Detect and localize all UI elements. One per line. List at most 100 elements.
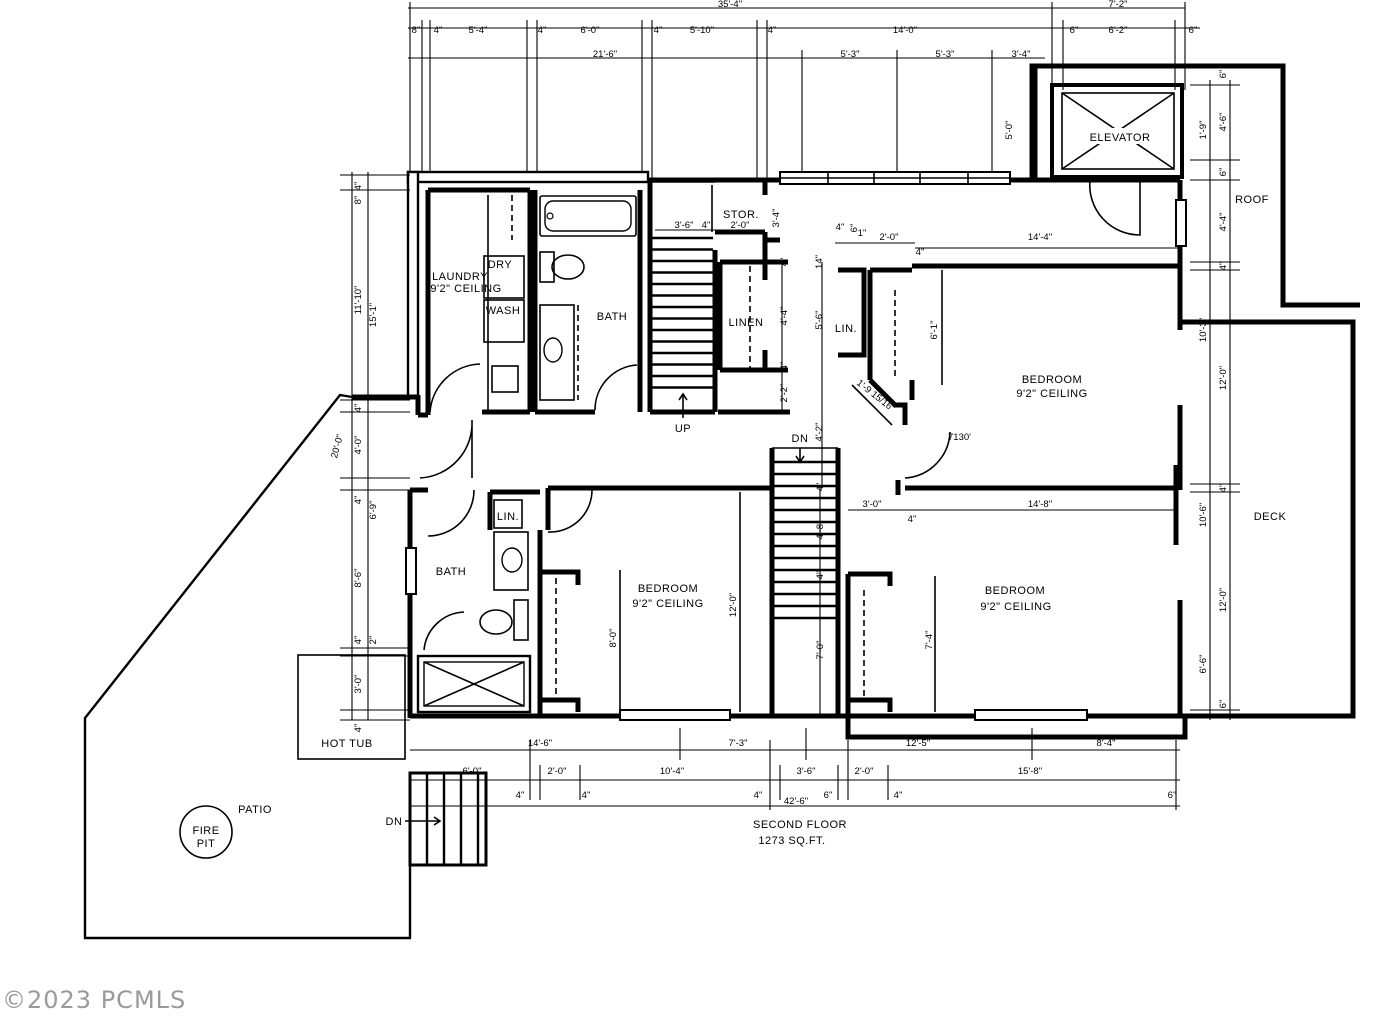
dim-right-8: 12'-0" <box>1218 366 1229 390</box>
dim-int-door-4: 4" <box>908 514 917 525</box>
dim-right-4: 6" <box>1218 168 1229 177</box>
dim-int-stair-48: 4'-8" <box>815 521 826 540</box>
floor-area: 1273 SQ.FT. <box>758 835 825 847</box>
dim-int-stair-4b: 4" <box>815 483 826 492</box>
central-stair: DN <box>769 433 841 716</box>
elevator-shaft: ELEVATOR <box>1050 83 1184 236</box>
dim-bottom-r1-2: 7'-3" <box>729 738 748 749</box>
bedroom-se-ceiling: 9'2" CEILING <box>980 601 1051 613</box>
dim-overall-top: 35'-4" <box>718 0 742 10</box>
lower-bath-label: BATH <box>436 566 467 578</box>
door-tag: 7130' <box>948 432 971 443</box>
dim-left-2: 8" <box>353 196 364 205</box>
dim-right-12: 6'-6" <box>1198 655 1209 674</box>
dim-bottom-overall: 42'-6" <box>784 796 808 807</box>
dim-bottom-r3-6: 6" <box>1168 790 1177 801</box>
dim-bottom-r1-3: 12'-5" <box>906 738 930 749</box>
dim-bottom-r3-3: 4" <box>754 790 763 801</box>
laundry-room: LAUNDRY 9'2" CEILING DRY WASH <box>425 187 533 415</box>
dim-right-1: 6" <box>1218 70 1229 79</box>
dim-left-9: 8'-6" <box>353 569 364 588</box>
dim-int-lin-top-w: 2'-0" <box>880 232 899 243</box>
dim-int-closet-74: 7'-4" <box>924 631 935 650</box>
upper-bath-label: BATH <box>597 311 628 323</box>
dim-int-lin-14: 14" <box>814 255 825 269</box>
dim-int-lin-14a: 1" <box>858 228 867 239</box>
left-dimension-lines: 4" 8" 11'-10" 15'-1" 4" 4'-0" 4" 6'-9" 8… <box>329 172 410 732</box>
dim-bottom-r3-5: 4" <box>894 790 903 801</box>
patio-stair-down: DN <box>386 816 403 828</box>
bedroom-sw-label: BEDROOM <box>638 583 698 595</box>
dim-int-stair-4: 4" <box>815 571 826 580</box>
dim-right-2: 4'-6" <box>1218 113 1229 132</box>
patio-area: HOT TUB FIRE PIT PATIO DN <box>83 393 488 940</box>
dim-int-lin-14b: 4" <box>836 222 845 233</box>
dim-int-elev-5: 5'-0" <box>1004 121 1015 140</box>
hot-tub-label: HOT TUB <box>321 738 372 750</box>
dim-bottom-r2-1: 6'-0" <box>463 766 482 777</box>
linen-main-label: LINEN <box>729 317 764 329</box>
dim-int-stair-stor: 3'-6" <box>675 220 694 231</box>
linen-small-label: LIN. <box>835 323 857 335</box>
dim-int-door-30: 3'-0" <box>863 499 882 510</box>
roof-outline <box>1029 63 1360 308</box>
dim-bottom-r2-4: 3'-6" <box>797 766 816 777</box>
roof-label: ROOF <box>1235 194 1269 206</box>
dim-bottom-r1-4: 8'-4" <box>1097 738 1116 749</box>
dim-bottom-r3-1: 4" <box>516 790 525 801</box>
floor-title: SECOND FLOOR <box>753 819 847 831</box>
dim-int-linen-4a: 4" <box>779 258 790 267</box>
dim-top-row2-1: 21'-6" <box>593 49 617 60</box>
dim-top-5: 6'-0" <box>581 25 600 36</box>
dim-left-1: 4" <box>353 182 364 191</box>
laundry-label: LAUNDRY <box>432 271 488 283</box>
dim-left-7: 4" <box>353 496 364 505</box>
dim-top-8: 4" <box>768 25 777 36</box>
dim-int-stor-4: 4" <box>702 220 711 231</box>
elevator-label: ELEVATOR <box>1090 132 1151 144</box>
dim-bottom-r2-5: 2'-0" <box>855 766 874 777</box>
dim-left-11: 2" <box>368 636 379 645</box>
dim-elevator-width: 7'-2" <box>1109 0 1128 10</box>
storage-label: STOR. <box>723 209 759 221</box>
dim-top-1: 8" <box>412 25 421 36</box>
dim-int-lin-6: 6" <box>849 224 860 233</box>
fire-pit-label-2: PIT <box>197 838 216 850</box>
dim-int-hall-22: 2'-2" <box>779 384 790 403</box>
top-dimension-lines: 35'-4" 7'-2" 8" 4" 5'-4" 4" 6'-0" 4" 5'-… <box>408 0 1200 180</box>
dim-top-3: 5'-4" <box>469 25 488 36</box>
lin-closet-ne: LIN. <box>835 263 1180 426</box>
dim-bottom-r2-3: 10'-4" <box>660 766 684 777</box>
bedroom-east: BEDROOM 9'2" CEILING <box>941 270 1087 400</box>
dim-int-lin-56: 5'-6" <box>814 311 825 330</box>
dryer-label: DRY <box>488 259 513 271</box>
dim-right-11: 12'-0" <box>1218 588 1229 612</box>
dim-bottom-r3-2: 4" <box>582 790 591 801</box>
dim-left-8: 6'-9" <box>368 501 379 520</box>
dim-top-row2-3: 5'-3" <box>936 49 955 60</box>
dim-right-9: 4" <box>1218 484 1229 493</box>
dim-top-7: 5'-10" <box>690 25 714 36</box>
stair-up-label: UP <box>675 423 691 435</box>
bedroom-east-label: BEDROOM <box>1022 374 1082 386</box>
dim-top-12: 6" <box>1189 25 1198 36</box>
dim-right-5: 4'-4" <box>1218 213 1229 232</box>
patio-label: PATIO <box>238 804 272 816</box>
upper-stair: UP <box>647 181 718 435</box>
dim-left-3: 11'-10" <box>353 286 364 315</box>
dim-left-10: 4" <box>353 636 364 645</box>
exterior-walls <box>352 170 1356 740</box>
dim-top-11: 6'-2" <box>1109 25 1128 36</box>
dim-right-7: 10'-3" <box>1198 318 1209 342</box>
upper-bath: BATH <box>532 190 643 415</box>
dim-int-stor-side: 3'-4" <box>771 209 782 228</box>
dim-left-diagonal: 20'-0" <box>329 433 346 459</box>
dim-int-linen-4b: 4" <box>779 362 790 371</box>
dim-left-4: 15'-1" <box>368 303 379 327</box>
dim-bottom-r2-6: 15'-8" <box>1018 766 1042 777</box>
bedroom-sw-ceiling: 9'2" CEILING <box>632 598 703 610</box>
bedroom-se-label: BEDROOM <box>985 585 1045 597</box>
dim-top-2: 4" <box>434 25 443 36</box>
interior-dimensions: 3'-6" 4" 2'-0" 3'-4" 2'-0" 1" 4" 6" 4" 1… <box>608 121 1180 716</box>
